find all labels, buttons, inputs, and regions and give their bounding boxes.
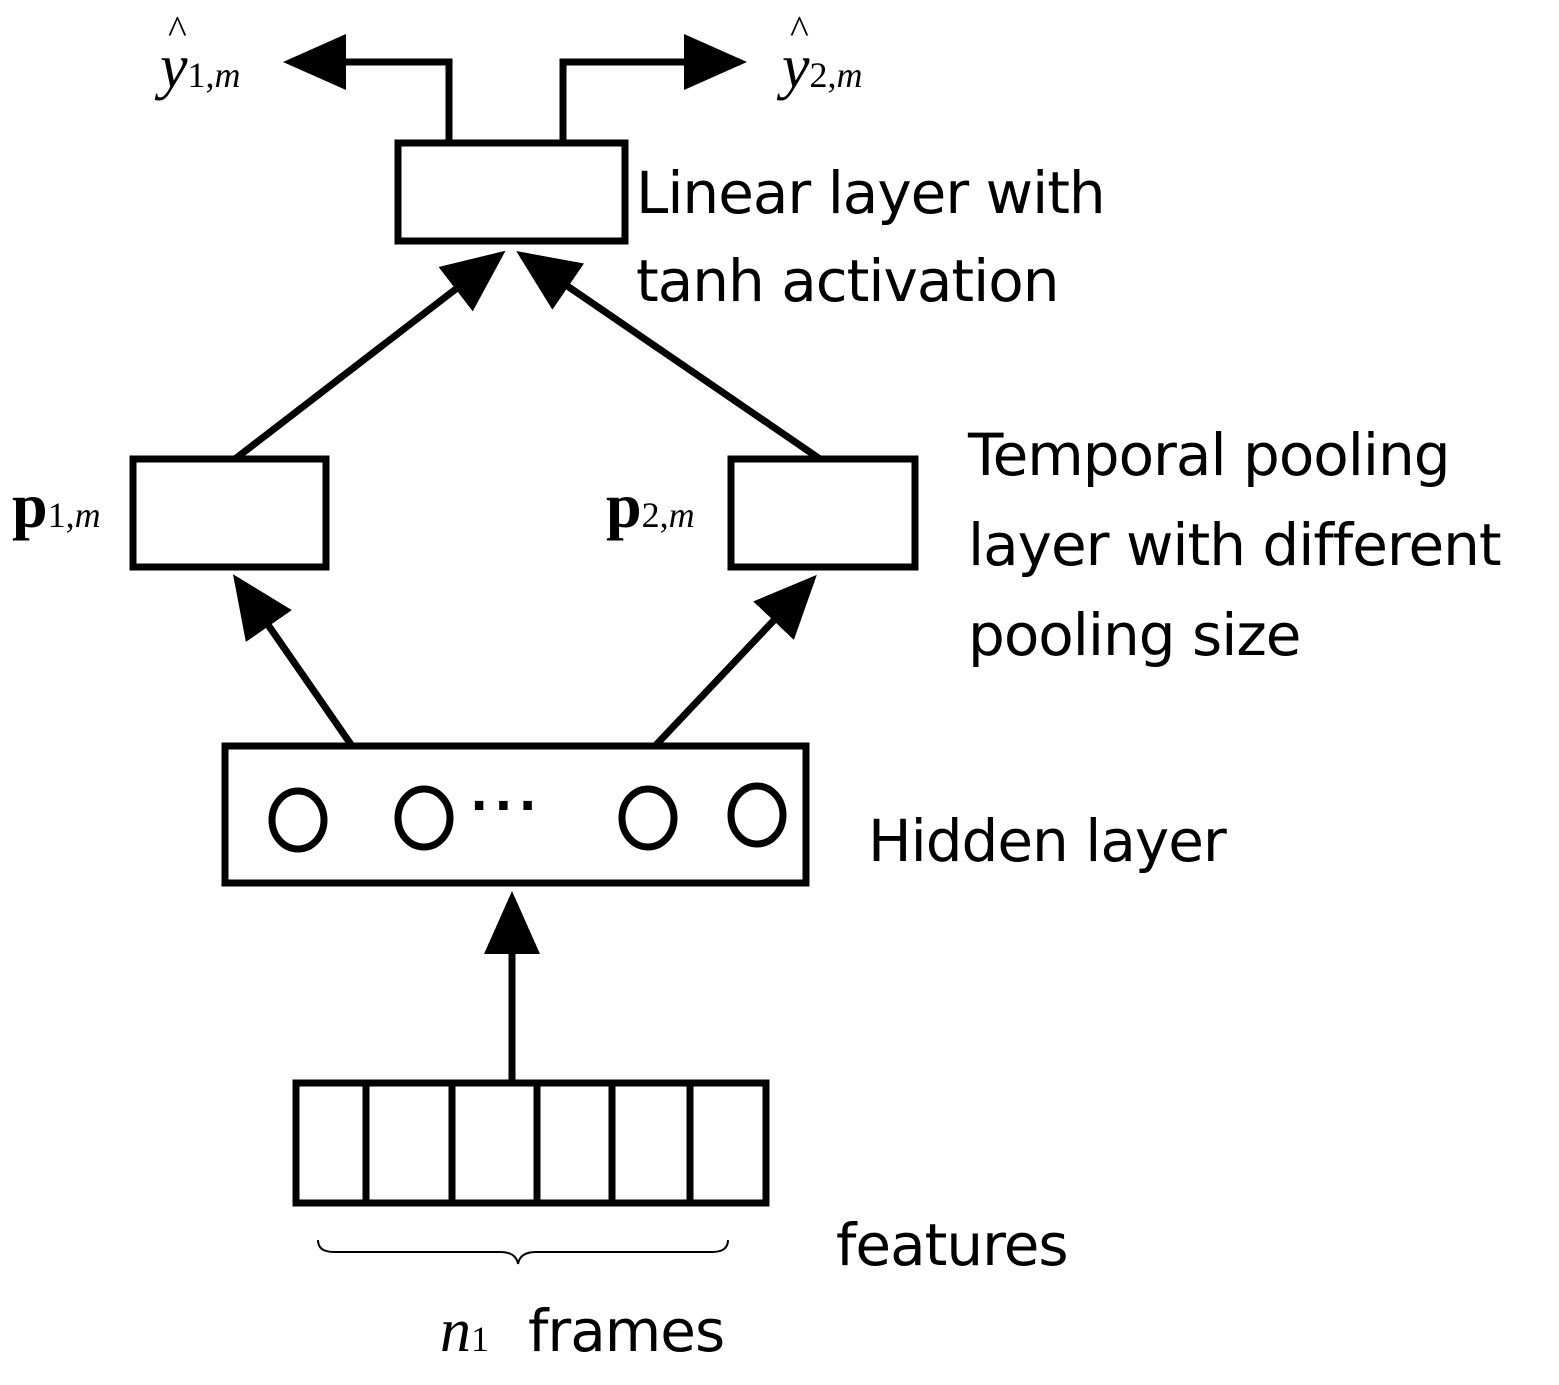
neuron-3 (618, 785, 678, 851)
pooling-label-line2: layer with different (968, 511, 1502, 579)
pooling-box-2 (727, 455, 919, 571)
y-symbol-1: y (160, 33, 188, 101)
neuron-4 (727, 782, 787, 848)
arrow-hidden-to-pool1 (233, 574, 355, 748)
p2-subscript-num: 2, (641, 495, 669, 535)
pool-label-2: p2,m (606, 474, 695, 538)
linear-layer-label-line2: tanh activation (636, 247, 1059, 315)
p-symbol-2: p (606, 470, 642, 541)
hat-2: ^ (790, 7, 809, 52)
features-box (292, 1079, 770, 1207)
pool-label-1: p1,m (12, 474, 101, 538)
output-label-1: ^y1,m (160, 10, 241, 101)
y2-subscript-num: 2, (809, 55, 837, 95)
pooling-label-line3: pooling size (968, 601, 1301, 669)
arrow-pool2-to-linear (516, 251, 822, 462)
pooling-box-1 (129, 455, 330, 571)
output-arrow-1 (283, 34, 453, 143)
arrow-hidden-to-pool2 (652, 574, 817, 749)
y-symbol-2: y (782, 33, 810, 101)
pooling-label-line1: Temporal pooling (968, 421, 1451, 489)
output-arrow-2 (559, 34, 747, 143)
linear-layer-label-line1: Linear layer with (636, 159, 1106, 227)
frames-brace (317, 1239, 729, 1265)
p2-subscript-var: m (668, 495, 695, 535)
hat-1: ^ (168, 7, 187, 52)
y2-subscript-var: m (836, 55, 863, 95)
neuron-ellipsis: ··· (470, 778, 543, 834)
frames-label: frames (528, 1297, 725, 1365)
y1-subscript-var: m (214, 55, 241, 95)
neuron-2 (394, 785, 454, 851)
p-symbol-1: p (12, 470, 48, 541)
output-label-2: ^y2,m (782, 10, 863, 101)
p1-subscript-var: m (74, 495, 101, 535)
features-label: features (836, 1211, 1069, 1279)
hidden-layer-box (221, 742, 810, 887)
y1-subscript-num: 1, (187, 55, 215, 95)
p1-subscript-num: 1, (47, 495, 75, 535)
n-subscript: 1 (471, 1319, 489, 1359)
n-symbol: n (440, 1297, 471, 1365)
linear-layer-box (394, 139, 629, 245)
arrow-pool1-to-linear (232, 250, 506, 462)
n1-label: n1 (440, 1300, 489, 1362)
neuron-1 (268, 787, 328, 853)
hidden-layer-label: Hidden layer (868, 807, 1227, 875)
